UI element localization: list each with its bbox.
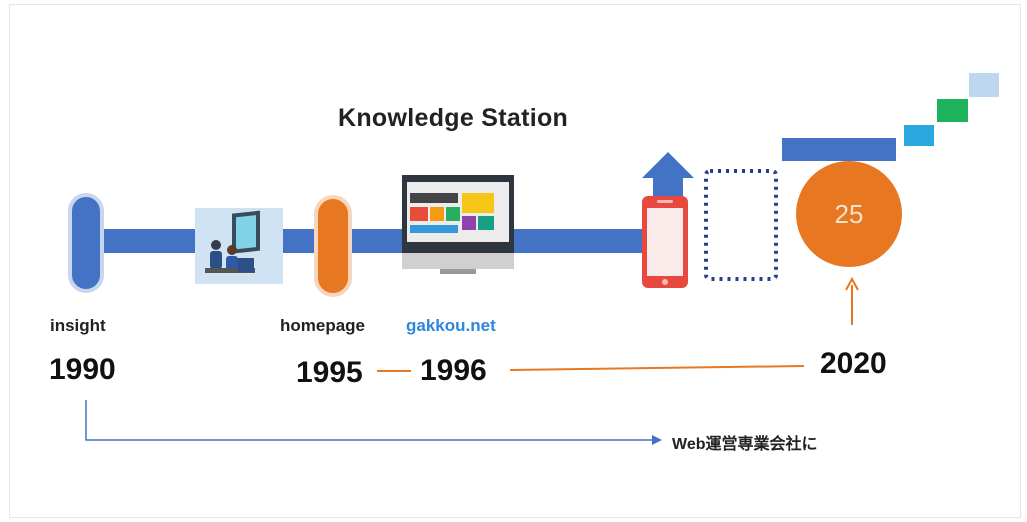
top-bar: [782, 138, 896, 161]
anniversary-number: 25: [834, 198, 864, 229]
smartphone-icon: [642, 196, 688, 288]
year-1995: 1995: [296, 356, 363, 389]
up-arrow-icon: [642, 152, 694, 200]
people-screen-icon: [195, 208, 283, 284]
anniversary-circle: [796, 161, 902, 267]
dotted-box: [704, 169, 778, 281]
step-green: [937, 99, 968, 122]
computer-monitor-icon: [402, 175, 514, 274]
milestone-label-homepage: homepage: [280, 316, 366, 335]
flow-arrowhead: [652, 435, 662, 445]
timeline-bar-4: [514, 229, 646, 253]
year-2020: 2020: [820, 347, 887, 380]
milestone-label-gakkou: gakkou.net: [406, 316, 496, 335]
anniversary-arrowhead: [845, 276, 859, 291]
step-lightblue: [969, 73, 999, 97]
year-1996: 1996: [420, 354, 487, 387]
timeline-bar-2: [283, 229, 319, 253]
insight-pill: [68, 193, 104, 293]
flow-arrow: [85, 400, 660, 441]
connector-1996-2020: [509, 365, 805, 371]
timeline-bar-3: [350, 229, 404, 253]
timeline-bar-1: [100, 229, 196, 253]
homepage-pill: [314, 195, 352, 297]
diagram-title: Knowledge Station: [338, 104, 569, 132]
step-cyan: [904, 125, 934, 146]
year-1990: 1990: [49, 353, 116, 386]
milestone-label-insight: insight: [50, 316, 106, 335]
transition-note: Web運営専業会社に: [672, 436, 818, 453]
